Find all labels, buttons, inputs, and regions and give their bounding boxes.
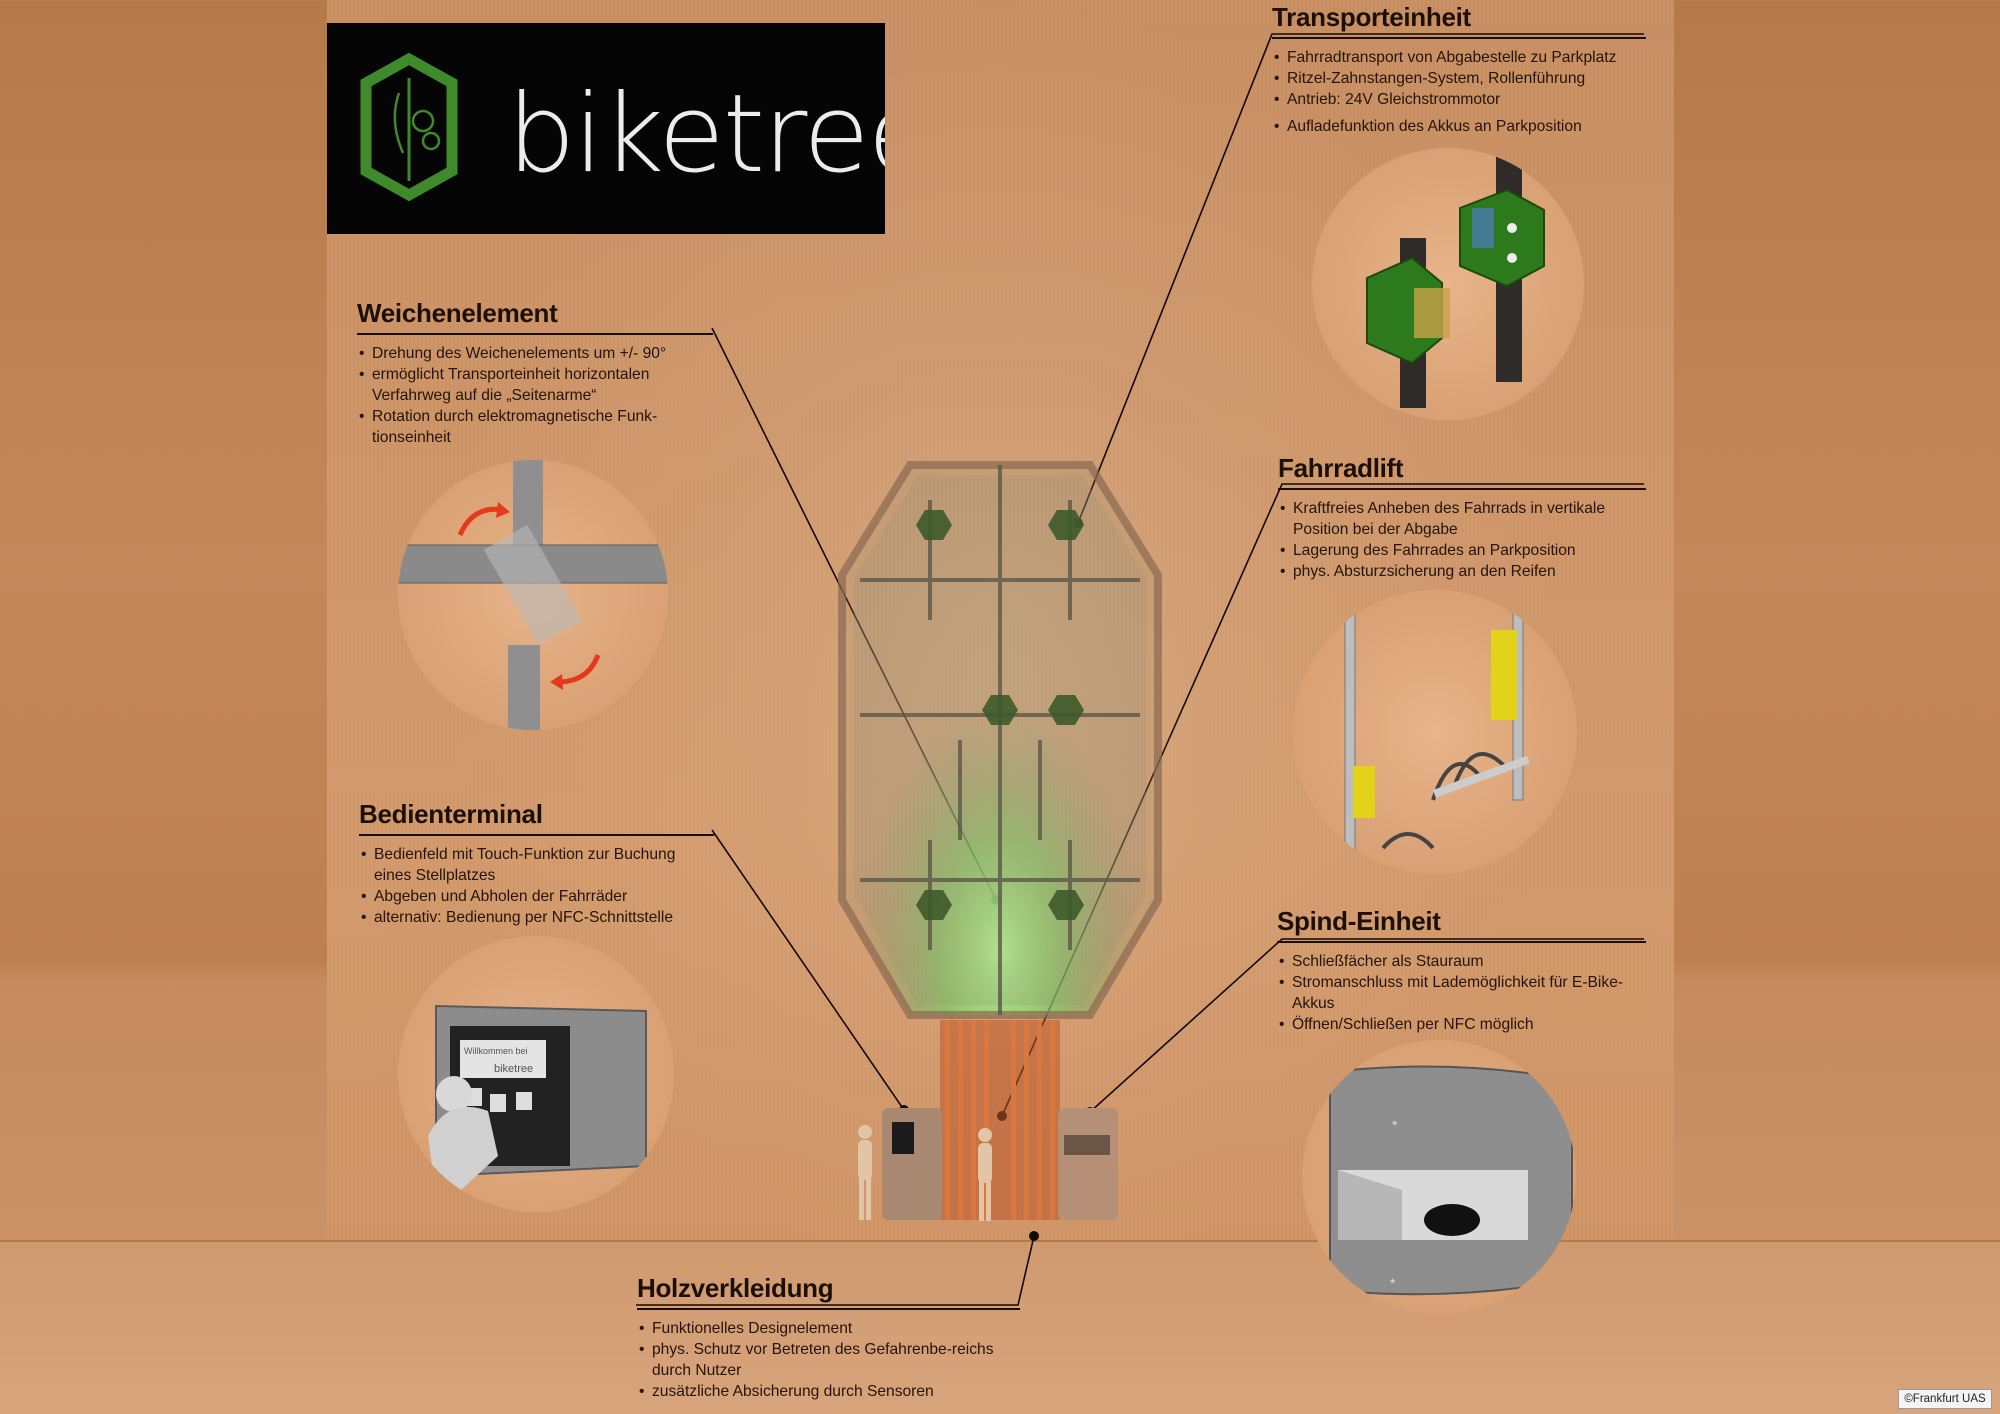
bullet: Antrieb: 24V Gleichstrommotor (1272, 89, 1646, 110)
bullet: Rotation durch elektromagnetische Funk-t… (357, 406, 713, 448)
bullet: ermöglicht Transporteinheit horizontalen… (357, 364, 713, 406)
terminal-drawing: Willkommen bei biketree (428, 1004, 647, 1211)
transport-unit-detail-circle (1312, 148, 1584, 420)
section-title: Holzverkleidung (637, 1273, 1020, 1310)
section-title: Transporteinheit (1272, 2, 1646, 39)
locker-drawing: * * (1329, 1065, 1573, 1296)
bullet: Schließfächer als Stauraum (1277, 951, 1646, 972)
bullet: phys. Absturzsicherung an den Reifen (1278, 561, 1646, 582)
bullet: Kraftfreies Anheben des Fahrrads in vert… (1278, 498, 1646, 540)
section-spind-einheit: Spind-Einheit Schließfächer als Stauraum… (1277, 906, 1646, 1035)
switch-element-drawing (398, 460, 668, 730)
bullet: Bedienfeld mit Touch-Funktion zur Buchun… (359, 844, 714, 886)
terminal-screen-line2: biketree (494, 1063, 533, 1075)
bullet: Öffnen/Schließen per NFC möglich (1277, 1014, 1646, 1035)
bullet: Drehung des Weichenelements um +/- 90° (357, 343, 713, 364)
section-title: Fahrradlift (1278, 453, 1646, 490)
section-title: Weichenelement (357, 298, 713, 335)
bike-lift-detail-circle (1293, 590, 1577, 874)
bullet: Stromanschluss mit Lademöglichkeit für E… (1277, 972, 1646, 1014)
bullet: alternativ: Bedienung per NFC-Schnittste… (359, 907, 714, 928)
section-fahrradlift: Fahrradlift Kraftfreies Anheben des Fahr… (1278, 453, 1646, 582)
section-title: Bedienterminal (359, 799, 714, 836)
locker-detail-circle: * * (1302, 1040, 1576, 1314)
switch-element-detail-circle (398, 460, 668, 730)
biketree-logo: biketree (327, 23, 934, 234)
bullet: zusätzliche Absicherung durch Sensoren (637, 1381, 1020, 1402)
bike-lift-drawing (1344, 609, 1530, 851)
bullet: Lagerung des Fahrrades an Parkposition (1278, 540, 1646, 561)
bullet: Abgeben und Abholen der Fahrräder (359, 886, 714, 907)
bullet: phys. Schutz vor Betreten des Gefahrenbe… (637, 1339, 1020, 1381)
svg-text:*: * (1390, 1275, 1396, 1291)
bullet: Funktionelles Designelement (637, 1318, 1020, 1339)
logo-graphic: biketree (360, 52, 934, 202)
bullet: Aufladefunktion des Akkus an Parkpositio… (1272, 116, 1646, 137)
transport-unit-drawing (1366, 152, 1545, 408)
bullet: Fahrradtransport von Abgabestelle zu Par… (1272, 47, 1646, 68)
terminal-screen-line1: Willkommen bei (464, 1046, 528, 1056)
logo-wordmark: biketree (507, 72, 885, 197)
section-bedienterminal: Bedienterminal Bedienfeld mit Touch-Funk… (359, 799, 714, 928)
svg-text:*: * (1392, 1117, 1398, 1133)
bullet: Ritzel-Zahnstangen-System, Rollenführung (1272, 68, 1646, 89)
biketree-tower-illustration (800, 440, 1200, 1221)
terminal-detail-circle: Willkommen bei biketree (398, 936, 674, 1212)
section-weichenelement: Weichenelement Drehung des Weichenelemen… (357, 298, 713, 448)
section-title: Spind-Einheit (1277, 906, 1646, 943)
copyright-label: ©Frankfurt UAS (1898, 1389, 1992, 1409)
section-transporteinheit: Transporteinheit Fahrradtransport von Ab… (1272, 2, 1646, 137)
section-holzverkleidung: Holzverkleidung Funktionelles Designelem… (637, 1273, 1020, 1402)
